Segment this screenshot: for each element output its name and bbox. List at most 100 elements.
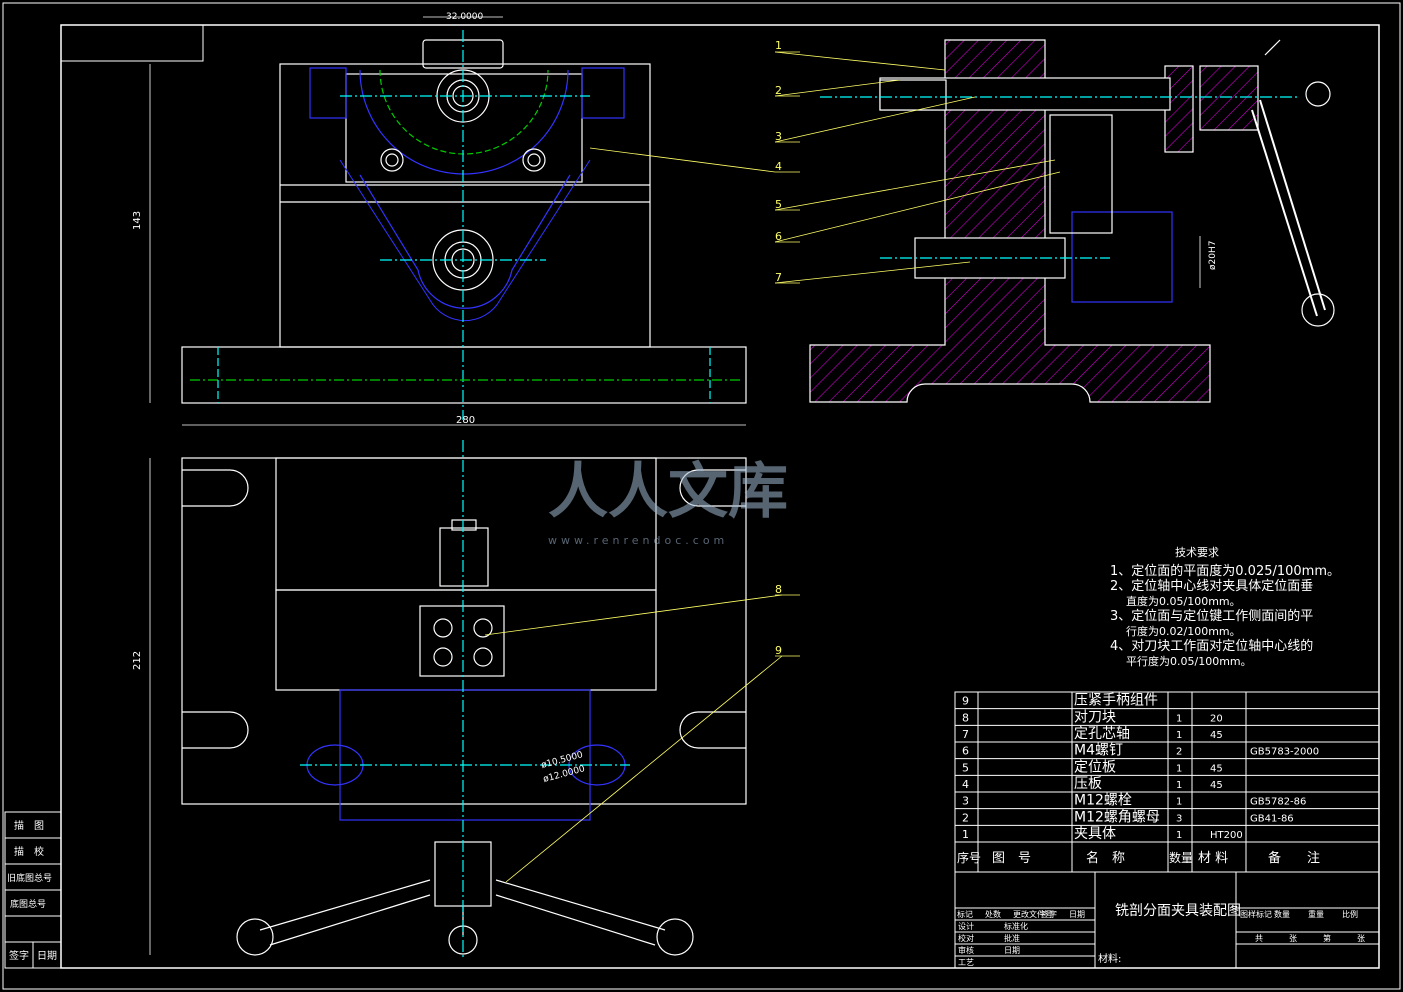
bom-cell-qty: 2 xyxy=(1176,747,1182,758)
bom-cell-mat: 45 xyxy=(1210,763,1223,774)
strip-label: 描 图 xyxy=(14,819,44,832)
bom-cell-name: 夹具体 xyxy=(1074,826,1116,842)
bom-header-mat: 材 料 xyxy=(1198,851,1228,866)
right-bottom: 第 xyxy=(1323,933,1331,943)
bom-cell-qty: 3 xyxy=(1176,813,1182,824)
callout-1: 1 xyxy=(775,39,782,52)
callout-7: 7 xyxy=(775,271,782,284)
material-label: 材料: xyxy=(1098,952,1121,965)
bom-header-name: 名 称 xyxy=(1086,850,1125,866)
tech-req-line: 4、对刀块工作面对定位轴中心线的 xyxy=(1110,638,1313,654)
callout-2: 2 xyxy=(775,84,782,97)
tech-req-line: 3、定位面与定位键工作侧面间的平 xyxy=(1110,608,1313,624)
inner-border xyxy=(60,24,1380,969)
mid-label: 标准化 xyxy=(1004,921,1028,931)
bom-cell-qty: 1 xyxy=(1176,763,1182,774)
mid-label: 日期 xyxy=(1004,946,1020,955)
bom-header-note: 备 注 xyxy=(1268,850,1320,866)
tech-req-title: 技术要求 xyxy=(1175,546,1219,559)
drawing-title: 铣剖分面夹具装配图 xyxy=(1115,903,1241,919)
bom-cell-no: 8 xyxy=(962,711,969,724)
right-header: 重量 xyxy=(1308,909,1324,919)
strip-label: 签字 xyxy=(9,949,29,962)
rev-header: 日期 xyxy=(1069,910,1085,919)
role-label: 校对 xyxy=(958,933,974,943)
dim-side-dia: ø20H7 xyxy=(1208,241,1218,270)
bom-cell-name: 定孔芯轴 xyxy=(1074,726,1130,742)
tech-req-line: 2、定位轴中心线对夹具体定位面垂 xyxy=(1110,579,1313,594)
bom-table xyxy=(954,691,1380,873)
watermark-url: www.renrendoc.com xyxy=(548,534,728,547)
rev-header: 更改文件号 xyxy=(1013,909,1053,919)
right-bottom: 张 xyxy=(1289,934,1297,943)
dim-plan-height: 212 xyxy=(132,651,143,670)
bom-cell-mat: 45 xyxy=(1210,730,1223,741)
dim-front-height: 143 xyxy=(132,211,143,230)
bom-cell-qty: 1 xyxy=(1176,780,1182,791)
bom-cell-no: 7 xyxy=(962,728,969,741)
plan-view xyxy=(149,440,747,960)
tech-req-line: 行度为0.02/100mm。 xyxy=(1126,624,1241,638)
strip-label: 日期 xyxy=(37,950,57,962)
code-box xyxy=(60,24,204,62)
bom-header-qty: 数量 xyxy=(1169,850,1193,865)
right-bottom: 共 xyxy=(1255,934,1263,943)
bom-cell-no: 4 xyxy=(962,778,969,791)
watermark-brand: 人人文库 xyxy=(548,457,788,527)
mid-label: 批准 xyxy=(1004,933,1020,943)
strip-label: 旧底图总号 xyxy=(7,872,52,884)
rev-header: 处数 xyxy=(985,909,1001,919)
bom-cell-note: GB41-86 xyxy=(1250,813,1294,824)
rev-header: 签字 xyxy=(1041,909,1057,919)
bom-cell-name: 对刀块 xyxy=(1074,709,1116,725)
bom-cell-no: 9 xyxy=(962,695,969,708)
bom-cell-name: 压紧手柄组件 xyxy=(1074,693,1158,709)
bom-cell-no: 5 xyxy=(962,761,969,774)
bom-cell-name: M12螺角螺母 xyxy=(1074,809,1160,825)
strip-label: 底图总号 xyxy=(10,898,46,910)
bom-cell-qty: 1 xyxy=(1176,797,1182,808)
callout-6: 6 xyxy=(775,230,782,243)
front-dimensions xyxy=(149,16,746,426)
callout-4: 4 xyxy=(775,160,782,173)
callout-3: 3 xyxy=(775,130,782,143)
right-header: 图样标记 xyxy=(1240,909,1272,919)
side-section-view xyxy=(809,39,1335,403)
callout-9: 9 xyxy=(775,644,782,657)
bom-cell-qty: 1 xyxy=(1176,830,1182,841)
bom-cell-name: 定位板 xyxy=(1074,759,1116,775)
left-strip xyxy=(4,811,62,969)
bom-cell-mat: 20 xyxy=(1210,713,1223,724)
bom-cell-note: GB5783-2000 xyxy=(1250,747,1319,758)
right-header: 比例 xyxy=(1342,909,1358,919)
bom-cell-qty: 1 xyxy=(1176,713,1182,724)
bom-cell-qty: 1 xyxy=(1176,730,1182,741)
front-view xyxy=(181,30,747,420)
bom-cell-name: 压板 xyxy=(1074,776,1102,792)
bom-cell-mat: HT200 xyxy=(1210,830,1243,841)
bom-cell-name: M12螺栓 xyxy=(1074,793,1132,809)
dim-top-width: 32.0000 xyxy=(446,12,483,22)
bom-cell-name: M4螺钉 xyxy=(1074,743,1123,759)
tech-req-line: 平行度为0.05/100mm。 xyxy=(1126,654,1252,668)
bom-header-no: 序号 xyxy=(957,850,981,865)
strip-label: 描 校 xyxy=(14,845,44,858)
bom-cell-no: 1 xyxy=(962,828,969,841)
bom-cell-no: 2 xyxy=(962,811,969,824)
bom-cell-no: 3 xyxy=(962,795,969,808)
right-bottom: 张 xyxy=(1357,934,1365,943)
title-block xyxy=(954,871,1380,969)
bom-cell-note: GB5782-86 xyxy=(1250,797,1306,808)
dim-front-width: 280 xyxy=(456,415,475,426)
title-block-labels: 标记处数更改文件号签字日期设计校对审核工艺标准化批准日期图样标记数量重量比例共张… xyxy=(957,909,1365,967)
bom-header-code: 图 号 xyxy=(992,851,1031,866)
right-header: 数量 xyxy=(1274,909,1290,919)
role-label: 设计 xyxy=(958,921,974,931)
callout-leaders xyxy=(484,51,1061,883)
callout-5: 5 xyxy=(775,198,782,211)
role-label: 审核 xyxy=(958,945,974,955)
callout-8: 8 xyxy=(775,583,782,596)
